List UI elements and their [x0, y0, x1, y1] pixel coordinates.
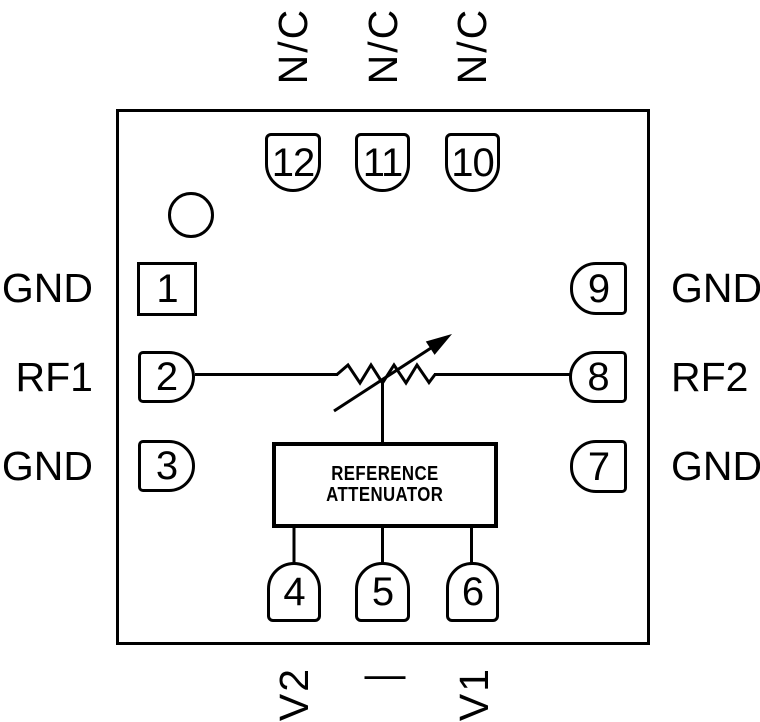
pin-11-number: 11: [362, 140, 404, 185]
pin-1-number: 1: [156, 267, 178, 311]
pin-10-pad: 10: [445, 133, 500, 192]
pin-7-number: 7: [587, 444, 610, 489]
pin-10-number: 10: [451, 140, 494, 185]
pin-5-pad: 5: [355, 562, 410, 622]
pin-7-pad: 7: [570, 440, 627, 493]
pin-1-signal-label: GND: [1, 265, 93, 311]
pin-6-pad: 6: [446, 562, 499, 622]
pin-12-pad: 12: [265, 133, 321, 192]
pin-8-number: 8: [587, 355, 609, 399]
pin-2-number: 2: [155, 355, 178, 399]
pin-7-signal-label: GND: [671, 443, 760, 489]
pin-11-signal-label: N/C: [360, 7, 406, 85]
reference-attenuator-block: REFERENCE ATTENUATOR: [272, 442, 498, 528]
pin-5-signal-label: —: [364, 651, 406, 697]
pin-1-pad: 1: [137, 262, 197, 316]
pin-4-signal-label: V2: [271, 666, 317, 722]
pin1-indicator-circle-icon: [168, 192, 214, 238]
pin-11-pad: 11: [355, 133, 410, 192]
reference-attenuator-label-line2: ATTENUATOR: [326, 484, 444, 506]
pin-9-signal-label: GND: [671, 265, 760, 311]
pin-10-signal-label: N/C: [449, 7, 495, 85]
pin-12-number: 12: [271, 140, 315, 185]
reference-attenuator-label-line1: REFERENCE: [331, 463, 439, 485]
pin-8-pad: 8: [569, 351, 627, 403]
pin-6-signal-label: V1: [451, 666, 497, 722]
pin-12-signal-label: N/C: [270, 7, 316, 85]
pin-3-pad: 3: [138, 440, 195, 492]
pin-3-number: 3: [155, 444, 178, 488]
pin-3-signal-label: GND: [1, 443, 93, 489]
pin-2-pad: 2: [138, 351, 195, 403]
pin-8-signal-label: RF2: [671, 354, 749, 400]
pin-6-number: 6: [461, 570, 484, 614]
pin-4-number: 4: [283, 570, 305, 614]
pin-9-pad: 9: [570, 262, 627, 315]
pin-2-signal-label: RF1: [15, 354, 93, 400]
pin-9-number: 9: [587, 266, 610, 311]
pin-4-pad: 4: [267, 562, 321, 622]
pin-5-number: 5: [371, 570, 394, 614]
